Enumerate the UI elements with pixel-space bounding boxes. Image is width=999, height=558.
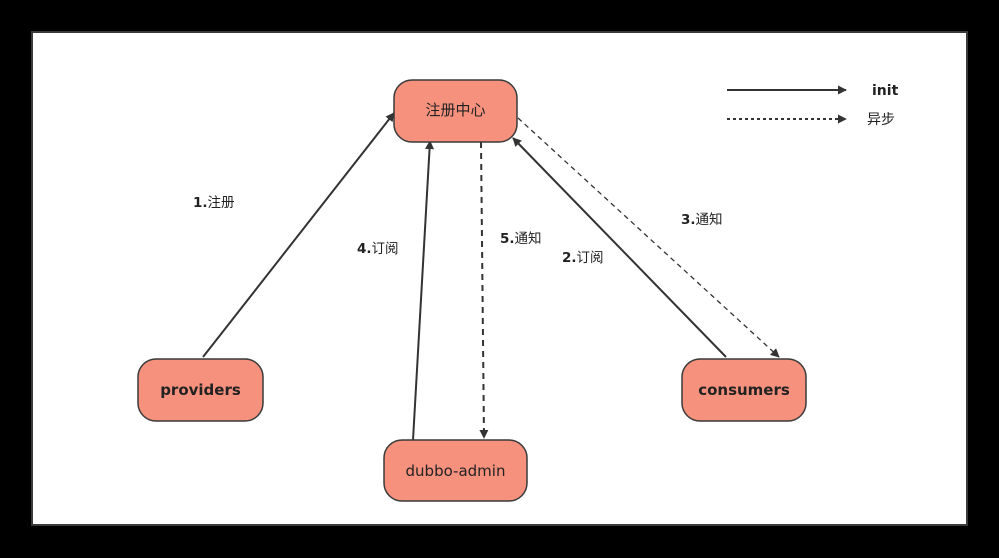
node-consumers-label: consumers	[698, 381, 790, 399]
node-dubbo-admin-label: dubbo-admin	[406, 462, 506, 480]
edge-label-4: 4.订阅	[357, 241, 399, 257]
edge-consumers-subscribe	[512, 137, 727, 358]
edge-label-1: 1.注册	[193, 195, 235, 211]
legend-solid-label: init	[872, 83, 899, 99]
node-registry: 注册中心	[393, 79, 518, 143]
edge-label-3: 3.通知	[681, 211, 723, 228]
edge-admin-subscribe	[412, 140, 435, 441]
edge-consumers-notify	[517, 117, 780, 358]
legend-dashed-label: 异步	[867, 112, 895, 128]
node-registry-label: 注册中心	[425, 101, 485, 119]
edge-admin-notify	[479, 141, 489, 439]
node-providers-label: providers	[160, 381, 241, 399]
node-dubbo-admin: dubbo-admin	[383, 439, 528, 502]
node-providers: providers	[137, 358, 264, 422]
edge-label-5: 5.通知	[500, 230, 542, 247]
legend: init 异步	[727, 83, 899, 128]
edge-label-2: 2.订阅	[562, 250, 604, 266]
edge-providers-register	[202, 112, 395, 358]
node-consumers: consumers	[681, 358, 807, 422]
